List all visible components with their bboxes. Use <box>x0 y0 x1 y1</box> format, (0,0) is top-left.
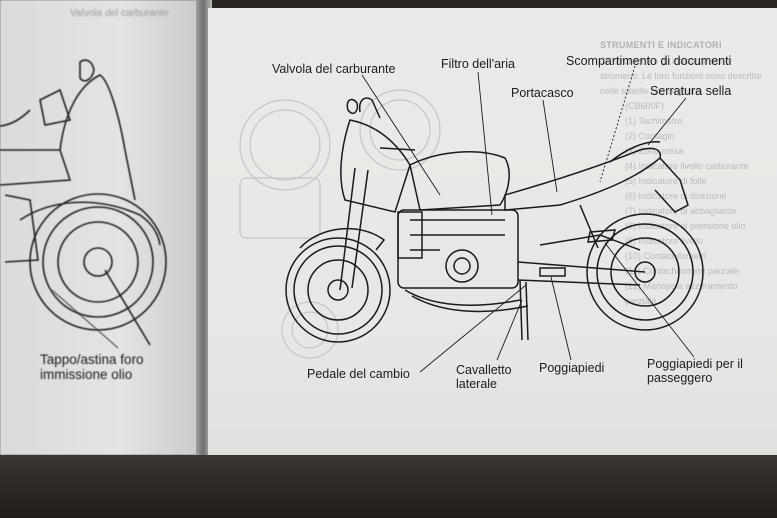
ghost-header: STRUMENTI E INDICATORI <box>600 40 722 50</box>
label-valvola-carburante: Valvola del carburante <box>272 62 396 76</box>
label-poggiapiedi: Poggiapiedi <box>539 361 605 375</box>
left-leader-line <box>51 289 119 349</box>
ghost-text-line: (2) Contagiri <box>625 131 675 141</box>
ghost-text-line: (9) Indicatore livello <box>625 236 704 246</box>
left-motorcycle <box>0 59 167 346</box>
label-poggiapiedi-passeggero: Poggiapiedi per il passeggero <box>647 357 743 385</box>
ghost-text-line: strumenti. Le loro funzioni sono descrit… <box>600 71 762 81</box>
ghost-text-line: (7) Indicatore di abbagliante <box>625 206 737 216</box>
right-motorcycle <box>285 97 704 343</box>
ghost-text-line: (12) Manopola azzeramento <box>625 281 738 291</box>
ghost-text-line: (10) Contachilometri <box>625 251 707 261</box>
ghost-text-line: (6) Indicatore di direzione <box>625 191 727 201</box>
ghost-gauges <box>239 89 441 359</box>
leader-lines <box>361 65 695 373</box>
ghost-text-line: (8) Indicatore di pressione olio <box>625 221 746 231</box>
ghost-text-line: parziale <box>625 296 657 306</box>
ghost-text-line: (3) Zona rossa <box>625 146 684 156</box>
label-portacasco: Portacasco <box>511 86 574 100</box>
label-left-top-blur: Valvola del carburante <box>70 8 169 19</box>
label-cavalletto-laterale: Cavalletto laterale <box>456 363 512 391</box>
right-page <box>208 8 777 460</box>
ghost-text-line: (4) Indicatore livello carburante <box>625 161 749 171</box>
ghost-text-line: (11) Contachilometri parziale <box>625 266 740 276</box>
ghost-text-line: (CB600F) <box>625 101 665 111</box>
label-tappo-astina: Tappo/astina foro immissione olio <box>40 352 144 382</box>
table-surface <box>0 455 777 518</box>
label-serratura-sella: Serratura sella <box>650 84 732 98</box>
label-pedale-cambio: Pedale del cambio <box>307 367 410 381</box>
ghost-text-line: (1) Tachimetro <box>625 116 683 126</box>
label-filtro-aria: Filtro dell'aria <box>441 57 515 71</box>
label-scomparto-documenti: Scompartimento di documenti <box>566 54 732 68</box>
ghost-text-line: (5) Indicatore di folle <box>625 176 707 186</box>
ghost-text-line: nelle tabelle che seguono. <box>600 86 705 96</box>
ghost-text-line: Gli strumenti e gli indicatori sono <box>600 56 731 66</box>
